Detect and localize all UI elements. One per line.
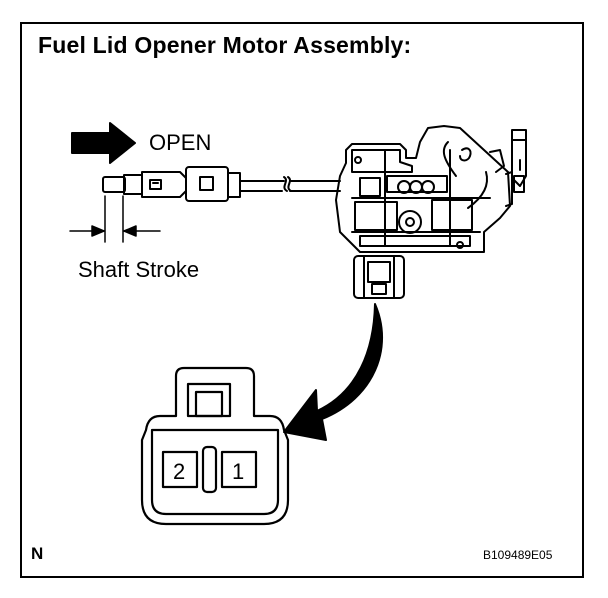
- figure-frame: [20, 22, 584, 578]
- motor-body: [335, 125, 527, 253]
- shaft-stroke-label: Shaft Stroke: [78, 257, 200, 282]
- figure-code: B109489E05: [483, 548, 553, 562]
- curved-arrow-icon: [283, 303, 384, 441]
- corner-mark: N: [31, 544, 44, 563]
- connector-front-view: [140, 366, 290, 526]
- shaft-stroke-dimension: [69, 195, 161, 243]
- open-label: OPEN: [149, 130, 212, 155]
- pin-2-box: [161, 450, 199, 489]
- shaft-assembly: [102, 166, 341, 202]
- figure-title: Fuel Lid Opener Motor Assembly:: [38, 32, 412, 58]
- arrow-right-icon: [71, 122, 136, 164]
- pin-2-number: 2: [173, 459, 185, 484]
- motor-connector: [353, 255, 405, 299]
- pin-1-number: 1: [232, 459, 244, 484]
- pin-1-box: [220, 450, 258, 489]
